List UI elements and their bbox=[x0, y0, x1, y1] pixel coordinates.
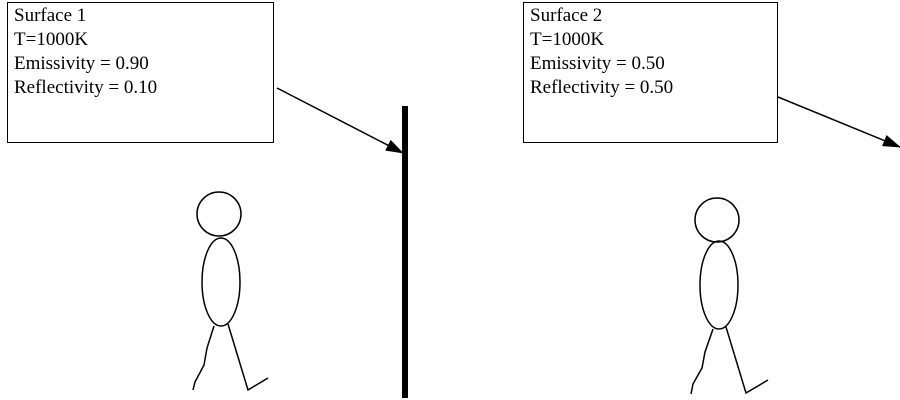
person-1-stick-figure-icon bbox=[192, 191, 269, 392]
person-1-head bbox=[196, 191, 242, 237]
surface-2-label-box: Surface 2 T=1000K Emissivity = 0.50 Refl… bbox=[523, 2, 778, 143]
person-1-leg-front bbox=[227, 323, 269, 392]
surface-1-name: Surface 1 bbox=[14, 5, 87, 26]
person-1-body bbox=[201, 237, 241, 327]
person-2-head bbox=[694, 197, 740, 243]
surface-1-temperature: T=1000K bbox=[14, 29, 89, 50]
surface-1-arrow-icon bbox=[276, 87, 404, 154]
person-2-body bbox=[699, 240, 739, 330]
surface-2-name: Surface 2 bbox=[530, 5, 603, 26]
surface-2-reflectivity: Reflectivity = 0.50 bbox=[530, 77, 674, 98]
surface-1-reflectivity: Reflectivity = 0.10 bbox=[14, 77, 158, 98]
surface-2-emissivity: Emissivity = 0.50 bbox=[530, 53, 665, 74]
surface-2-arrow-icon bbox=[777, 96, 900, 148]
surface-2-temperature: T=1000K bbox=[530, 29, 605, 50]
person-1-leg-back bbox=[192, 325, 215, 391]
surface-1-label-box: Surface 1 T=1000K Emissivity = 0.90 Refl… bbox=[7, 2, 274, 143]
surface-1-emissivity: Emissivity = 0.90 bbox=[14, 53, 149, 74]
person-2-leg-front bbox=[725, 326, 769, 395]
person-2-stick-figure-icon bbox=[690, 197, 769, 395]
person-2-leg-back bbox=[690, 328, 714, 395]
